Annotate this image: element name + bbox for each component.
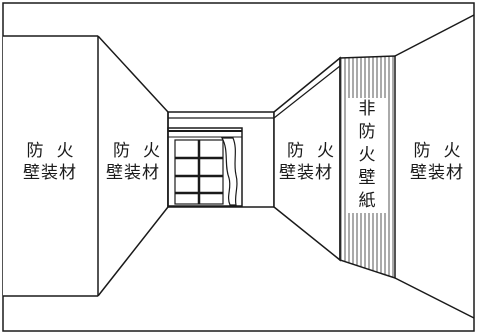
- right-ceiling-molding: [273, 65, 341, 119]
- curtain: [220, 137, 238, 206]
- strip-char-1: 非: [358, 99, 376, 119]
- strip-char-4: 壁: [358, 168, 376, 188]
- strip-char-2: 防: [358, 122, 376, 142]
- left-wall-edges: [97, 35, 169, 297]
- front-left-wall: [3, 36, 98, 296]
- label-left-inner-line1: 防火: [113, 141, 173, 161]
- label-left-outer-line1: 防火: [26, 141, 87, 161]
- label-right-inner-wall: 防火 壁装材: [274, 140, 338, 184]
- label-right-outer-line1: 防火: [413, 141, 474, 161]
- strip-char-5: 紙: [358, 191, 376, 211]
- label-left-inner-wall: 防火 壁装材: [100, 140, 166, 184]
- label-left-inner-line2: 壁装材: [106, 163, 160, 183]
- label-right-outer-wall: 防火 壁装材: [400, 140, 474, 184]
- label-right-inner-line2: 壁装材: [279, 163, 333, 183]
- label-right-inner-line1: 防火: [287, 141, 347, 161]
- strip-char-3: 火: [358, 145, 376, 165]
- outer-right-floor-edge: [394, 277, 475, 319]
- label-left-outer-line2: 壁装材: [23, 163, 77, 183]
- label-right-outer-line2: 壁装材: [410, 163, 464, 183]
- label-non-fireproof-wallpaper: 非 防 火 壁 紙: [347, 98, 387, 213]
- label-left-outer-wall: 防火 壁装材: [10, 140, 90, 184]
- outer-right-wall-edges: [394, 14, 475, 57]
